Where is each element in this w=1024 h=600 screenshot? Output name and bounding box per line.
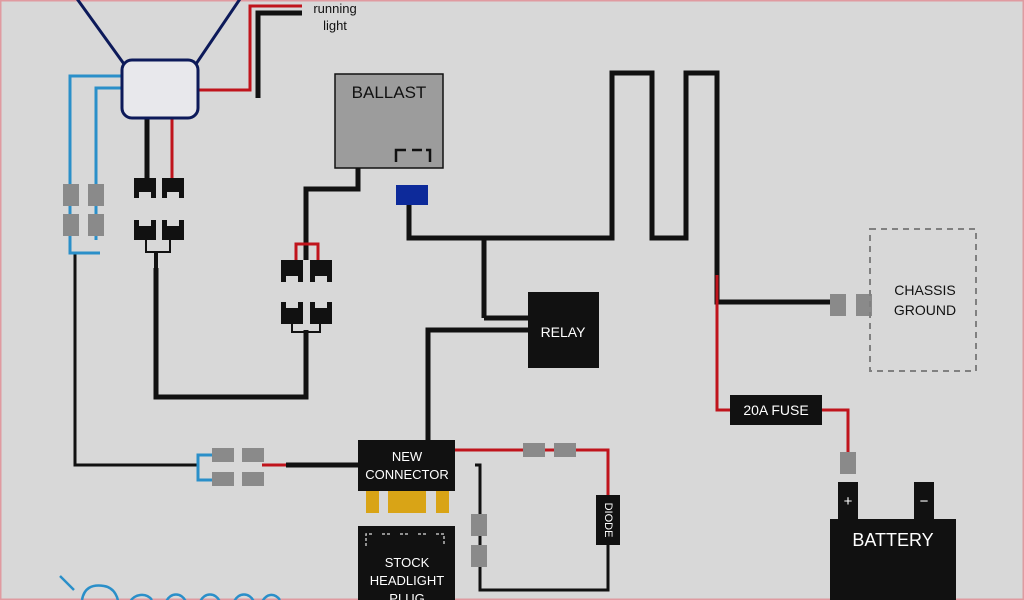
new-connector-box — [358, 440, 455, 491]
connector-diode-2 — [554, 443, 576, 457]
plug-mid-a — [281, 260, 303, 282]
ballast-port — [394, 148, 432, 162]
wire-running-light-black — [255, 10, 302, 98]
diode-label: DIODE — [602, 503, 614, 538]
relay-box — [528, 292, 599, 368]
wire-running-light-red — [198, 4, 302, 92]
connector-plug-2 — [471, 545, 487, 567]
headlight-bulb-base — [120, 58, 200, 120]
diode-box — [596, 495, 620, 545]
relay-label: RELAY — [541, 324, 587, 340]
plug-mid-c — [281, 302, 303, 324]
connector-left-1 — [63, 184, 79, 206]
logo-stroke-2 — [80, 584, 119, 600]
thin-black-wires — [73, 253, 610, 592]
connector-battery — [840, 452, 856, 474]
wire-fuse-out — [820, 408, 850, 452]
plug-left-b — [162, 178, 184, 198]
battery-label: BATTERY — [852, 530, 933, 550]
wire-diode-return — [475, 463, 610, 592]
plug-left-a — [134, 178, 156, 198]
battery-body — [830, 519, 956, 600]
plug-mid-bridge — [291, 324, 321, 333]
connector-left-2 — [88, 184, 104, 206]
gold-pin-2 — [388, 491, 426, 513]
connector-gold-pins — [366, 491, 449, 513]
stock-plug-label-1: STOCK — [385, 555, 430, 570]
battery-plus-label: + — [844, 493, 853, 510]
running-light-label-1: running — [313, 1, 356, 16]
gold-pin-3 — [436, 491, 449, 513]
plug-mid-d — [310, 302, 332, 324]
wire-ballast-out — [303, 168, 361, 260]
connector-left-3 — [63, 214, 79, 236]
logo-stroke-1 — [59, 575, 75, 591]
running-light-label-2: light — [323, 18, 347, 33]
gray-connectors — [63, 184, 872, 567]
wire-blue-connector — [196, 453, 212, 482]
black-plugs-mid — [281, 260, 332, 324]
battery-terminal-plus — [838, 482, 858, 522]
red-wires — [170, 4, 850, 495]
connector-ground-2 — [856, 294, 872, 316]
ballast-box — [334, 73, 444, 169]
fuse-box — [730, 395, 822, 425]
connector-ground-1 — [830, 294, 846, 316]
battery-minus-label: − — [920, 493, 929, 510]
connector-left-4 — [88, 214, 104, 236]
gold-pin-1 — [366, 491, 379, 513]
stock-plug-label-2: HEADLIGHT — [370, 573, 444, 588]
wire-blue-outer — [68, 74, 122, 255]
connector-bottom-2 — [242, 448, 264, 462]
wire-relay-connector — [425, 327, 530, 442]
logo-stroke-7 — [261, 593, 281, 600]
wire-ballast-loop — [153, 268, 309, 400]
stock-plug-label-3: PLUG — [389, 591, 424, 600]
new-connector-label-2: CONNECTOR — [365, 467, 449, 482]
wire-ballast-red — [294, 242, 320, 260]
plug-left-c — [134, 220, 156, 240]
stock-plug-box — [358, 526, 455, 600]
stock-plug-slots — [365, 533, 445, 546]
connector-bottom-3 — [212, 472, 234, 486]
plug-mid-b — [310, 260, 332, 282]
battery-terminal-minus — [914, 482, 934, 522]
ballast-label: BALLAST — [352, 83, 427, 102]
connector-plug-1 — [471, 514, 487, 536]
wire-zigzag — [406, 70, 720, 273]
wire-diode-red — [455, 448, 610, 495]
wire-left-black — [73, 253, 198, 467]
fuse-label: 20A FUSE — [743, 402, 808, 418]
connector-diode-1 — [523, 443, 545, 457]
connector-bottom-1 — [212, 448, 234, 462]
chassis-label-1: CHASSIS — [894, 282, 955, 298]
plug-left-d — [162, 220, 184, 240]
chassis-ground-box — [869, 228, 977, 372]
wire-fuse-in — [715, 275, 732, 412]
chassis-label-2: GROUND — [894, 302, 956, 318]
ballast-blue-connector — [396, 185, 428, 205]
new-connector-label-1: NEW — [392, 449, 423, 464]
logo-stroke-3 — [129, 593, 153, 600]
connector-bottom-4 — [242, 472, 264, 486]
black-plugs-left — [134, 178, 184, 240]
